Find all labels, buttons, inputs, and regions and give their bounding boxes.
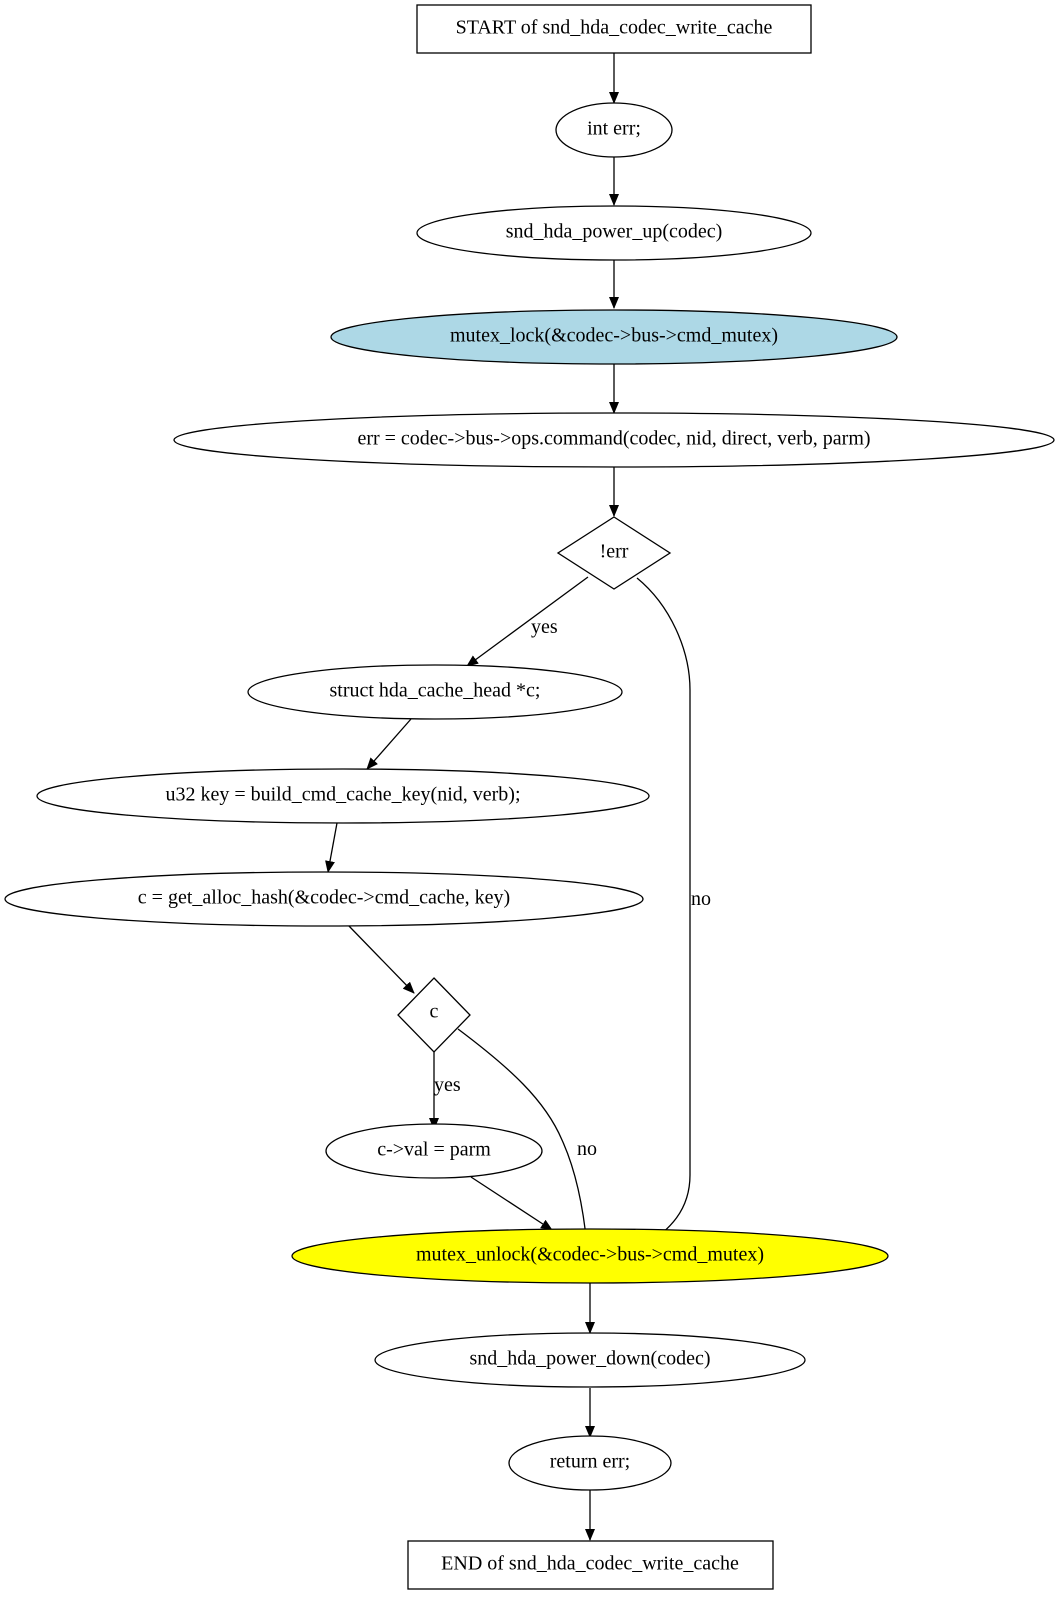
node-start: START of snd_hda_codec_write_cache (416, 4, 812, 54)
edge-label-c-yes: yes (434, 1074, 461, 1096)
edge-cond-err-yes (466, 576, 589, 667)
node-end: END of snd_hda_codec_write_cache (407, 1540, 774, 1590)
node-mutex-unlock-label: mutex_unlock(&codec->bus->cmd_mutex) (416, 1244, 764, 1266)
node-build-key-label: u32 key = build_cmd_cache_key(nid, verb)… (165, 784, 520, 806)
node-mutex-unlock: mutex_unlock(&codec->bus->cmd_mutex) (291, 1228, 889, 1284)
node-cache-head-label: struct hda_cache_head *c; (329, 680, 540, 702)
node-cond-err-label: !err (600, 541, 629, 563)
node-get-alloc: c = get_alloc_hash(&codec->cmd_cache, ke… (4, 871, 644, 927)
node-cache-head: struct hda_cache_head *c; (247, 664, 623, 720)
edge-assign-val-to-mutex-unlock (470, 1176, 553, 1231)
node-return-err: return err; (508, 1435, 672, 1491)
edges (325, 53, 691, 1541)
edge-label-err-no: no (691, 888, 711, 910)
node-power-up-label: snd_hda_power_up(codec) (506, 221, 723, 243)
node-command: err = codec->bus->ops.command(codec, nid… (173, 412, 1055, 468)
edge-labels: yes no yes no (434, 616, 711, 1160)
edge-get-alloc-to-cond-c (347, 924, 415, 994)
edge-cond-err-no (636, 577, 691, 1249)
edge-label-c-no: no (577, 1138, 597, 1160)
node-assign-val-label: c->val = parm (377, 1139, 491, 1161)
node-int-err: int err; (555, 102, 673, 158)
node-return-err-label: return err; (550, 1451, 631, 1473)
node-start-label: START of snd_hda_codec_write_cache (456, 17, 773, 39)
node-power-up: snd_hda_power_up(codec) (416, 205, 812, 261)
node-int-err-label: int err; (587, 118, 641, 140)
node-power-down: snd_hda_power_down(codec) (374, 1332, 806, 1388)
edge-build-key-to-get-alloc (325, 822, 338, 873)
node-cond-c: c (397, 977, 471, 1053)
node-mutex-lock: mutex_lock(&codec->bus->cmd_mutex) (330, 309, 898, 365)
edge-cond-c-no (457, 1028, 591, 1247)
node-command-label: err = codec->bus->ops.command(codec, nid… (357, 428, 870, 450)
node-end-label: END of snd_hda_codec_write_cache (441, 1553, 739, 1575)
edge-label-err-yes: yes (531, 616, 558, 638)
node-cond-c-label: c (430, 1001, 439, 1023)
node-mutex-lock-label: mutex_lock(&codec->bus->cmd_mutex) (450, 325, 778, 347)
node-power-down-label: snd_hda_power_down(codec) (469, 1348, 710, 1370)
node-build-key: u32 key = build_cmd_cache_key(nid, verb)… (36, 768, 650, 824)
edge-cache-head-to-build-key (366, 718, 412, 770)
node-get-alloc-label: c = get_alloc_hash(&codec->cmd_cache, ke… (138, 887, 510, 909)
node-cond-err: !err (556, 516, 672, 590)
node-assign-val: c->val = parm (325, 1123, 543, 1179)
